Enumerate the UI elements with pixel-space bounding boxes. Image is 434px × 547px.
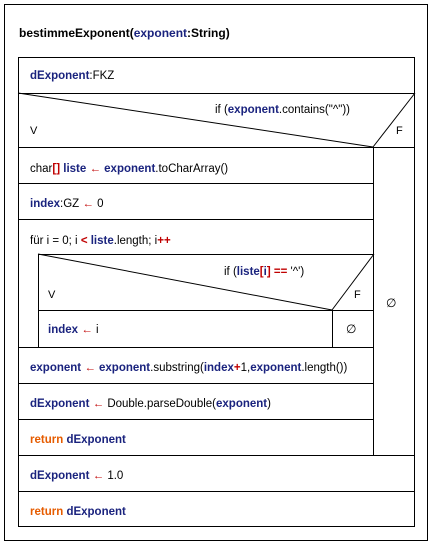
diagram-frame (4, 4, 428, 541)
stmt-return-dexponent-2 (18, 491, 415, 527)
stmt-return-dexponent-2-text: return dExponent (30, 506, 126, 518)
title-paren: ( (129, 26, 134, 40)
param-type: :String) (187, 26, 230, 40)
method-name: bestimmeExponent (19, 26, 130, 40)
stmt-index-decl-text: index:GZ ← 0 (30, 198, 104, 210)
if-liste-eq-caret-cond: if (liste[i] == '^') (224, 266, 305, 278)
if1-false-label: F (396, 125, 403, 137)
if1-else-empty-symbol: ∅ (386, 296, 397, 310)
stmt-dexponent-parse-text: dExponent ← Double.parseDouble(exponent) (30, 398, 271, 410)
stmt-dexponent-default-text: dExponent ← 1.0 (30, 470, 124, 482)
if1-diagonal-right (372, 92, 416, 148)
stmt-dexponent-decl-text: dExponent:FKZ (30, 70, 115, 82)
if2-else-empty-symbol: ∅ (346, 322, 357, 336)
method-title: bestimmeExponent(exponent:String) (19, 26, 230, 40)
stmt-index-assign-text: index ← i (48, 324, 99, 336)
stmt-exponent-substring-text: exponent ← exponent.substring(index+1,ex… (30, 362, 348, 374)
stmt-char-liste-text: char[] liste ← exponent.toCharArray() (30, 163, 229, 175)
if1-true-label: V (30, 125, 38, 137)
stmt-return-dexponent-1-text: return dExponent (30, 434, 126, 446)
loop-for-header: für i = 0; i < liste.length; i++ (30, 235, 171, 247)
if2-false-label: F (354, 289, 361, 301)
if2-true-label: V (48, 289, 56, 301)
param-name: exponent (133, 26, 188, 40)
if1-diagonal-left (17, 92, 374, 148)
if2-diagonal-left (37, 253, 333, 311)
if2-diagonal-right (331, 253, 375, 311)
if-exponent-contains-cond: if (exponent.contains("^")) (215, 104, 350, 116)
